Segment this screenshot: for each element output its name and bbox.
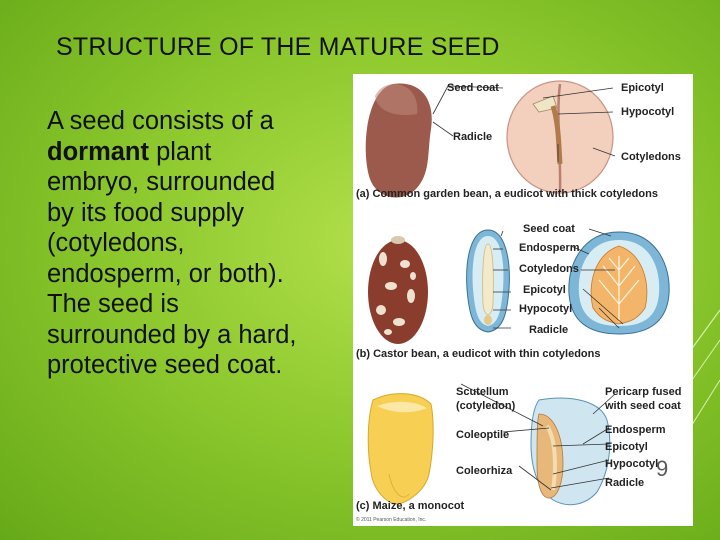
label-a-epicotyl: Epicotyl bbox=[621, 82, 664, 94]
label-c-pericarp-seed-coat: with seed coat bbox=[604, 400, 681, 412]
label-a-seed-coat: Seed coat bbox=[447, 82, 499, 94]
label-c-pericarp: Pericarp fused bbox=[605, 386, 681, 398]
label-c-coleorhiza: Coleorhiza bbox=[456, 465, 513, 477]
maize-kernel-illustration bbox=[367, 393, 434, 505]
label-b-hypocotyl: Hypocotyl bbox=[519, 303, 572, 315]
label-b-radicle: Radicle bbox=[529, 324, 568, 336]
caption-c-text: Maize, a monocot bbox=[373, 500, 465, 512]
bean-whole-illustration bbox=[365, 83, 432, 198]
body-text-part: plant embryo, surrounded by its food sup… bbox=[47, 137, 297, 380]
caption-a: (a) Common garden bean, a eudicot with t… bbox=[356, 188, 658, 200]
body-text-part: A seed consists of a bbox=[47, 107, 274, 135]
bean-open-illustration bbox=[506, 80, 614, 194]
label-c-endosperm: Endosperm bbox=[605, 424, 666, 436]
caption-b-letter: (b) bbox=[356, 348, 370, 360]
label-c-hypocotyl: Hypocotyl bbox=[605, 458, 658, 470]
caption-b: (b) Castor bean, a eudicot with thin cot… bbox=[356, 348, 600, 360]
figure-copyright: © 2011 Pearson Education, Inc. bbox=[356, 516, 426, 523]
page-number: 9 bbox=[656, 456, 669, 481]
body-text: A seed consists of a dormant plant embry… bbox=[47, 106, 307, 381]
label-c-scutellum-cotyledon: (cotyledon) bbox=[456, 400, 516, 412]
label-b-epicotyl: Epicotyl bbox=[523, 284, 566, 296]
castor-section-illustration bbox=[466, 229, 510, 333]
label-a-radicle: Radicle bbox=[453, 131, 492, 143]
label-a-cotyledons: Cotyledons bbox=[621, 151, 681, 163]
caption-a-text: Common garden bean, a eudicot with thick… bbox=[373, 188, 658, 200]
caption-c-letter: (c) bbox=[356, 500, 370, 512]
label-b-cotyledons: Cotyledons bbox=[519, 263, 579, 275]
caption-c: (c) Maize, a monocot bbox=[356, 500, 465, 512]
seed-figure: Seed coat Epicotyl Hypocotyl Radicle Cot… bbox=[353, 74, 693, 526]
caption-b-text: Castor bean, a eudicot with thin cotyled… bbox=[373, 348, 600, 360]
body-text-bold: dormant bbox=[47, 137, 149, 166]
label-b-seed-coat: Seed coat bbox=[523, 223, 575, 235]
label-a-hypocotyl: Hypocotyl bbox=[621, 106, 674, 118]
label-c-scutellum: Scutellum bbox=[456, 386, 509, 398]
label-c-epicotyl: Epicotyl bbox=[605, 441, 648, 453]
label-c-radicle: Radicle bbox=[605, 477, 644, 489]
label-b-endosperm: Endosperm bbox=[519, 242, 580, 254]
castor-cotyledon-illustration bbox=[568, 231, 670, 335]
castor-whole-illustration bbox=[368, 236, 428, 344]
slide-title: STRUCTURE OF THE MATURE SEED bbox=[56, 33, 500, 61]
caption-a-letter: (a) bbox=[356, 188, 370, 200]
label-c-coleoptile: Coleoptile bbox=[456, 429, 509, 441]
maize-section-illustration bbox=[530, 397, 611, 506]
